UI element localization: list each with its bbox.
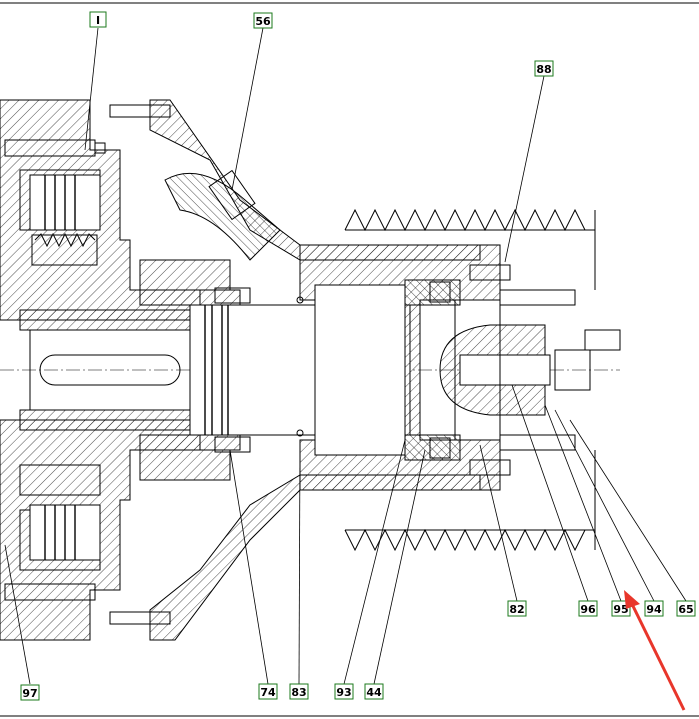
part-label-74-text: 74	[260, 686, 276, 699]
end-cap	[439, 264, 621, 476]
conical-housing	[149, 99, 481, 641]
part-label-74: 74	[258, 683, 278, 700]
part-label-94: 94	[644, 600, 664, 617]
part-label-82-text: 82	[509, 603, 524, 616]
part-label-88: 88	[534, 60, 554, 77]
part-label-65: 65	[676, 600, 696, 617]
part-label-44: 44	[364, 683, 384, 700]
part-label-88-text: 88	[536, 63, 551, 76]
part-label-94-text: 94	[646, 603, 662, 616]
part-label-97: 97	[20, 684, 40, 701]
leader-lines	[4, 27, 687, 685]
part-label-56-text: 56	[255, 15, 271, 28]
part-label-56: 56	[253, 12, 273, 29]
upper-clutch-pack	[29, 174, 101, 266]
part-label-95-text: 95	[613, 603, 628, 616]
part-label-I: I	[89, 11, 107, 28]
part-label-83: 83	[289, 683, 309, 700]
tapered-bearings	[404, 279, 461, 461]
lower-clutch-pack	[19, 464, 101, 561]
hub-and-seals	[139, 259, 304, 481]
part-label-65-text: 65	[678, 603, 693, 616]
part-label-I-text: I	[96, 14, 100, 27]
part-label-97-text: 97	[22, 687, 37, 700]
part-label-93-text: 93	[336, 686, 351, 699]
part-label-82: 82	[507, 600, 527, 617]
part-label-44-text: 44	[366, 686, 382, 699]
part-label-96-text: 96	[580, 603, 596, 616]
part-label-83-text: 83	[291, 686, 306, 699]
part-label-96: 96	[578, 600, 598, 617]
part-label-93: 93	[334, 683, 354, 700]
red-arrow-icon	[624, 590, 686, 711]
part-label-95: 95	[611, 600, 631, 617]
